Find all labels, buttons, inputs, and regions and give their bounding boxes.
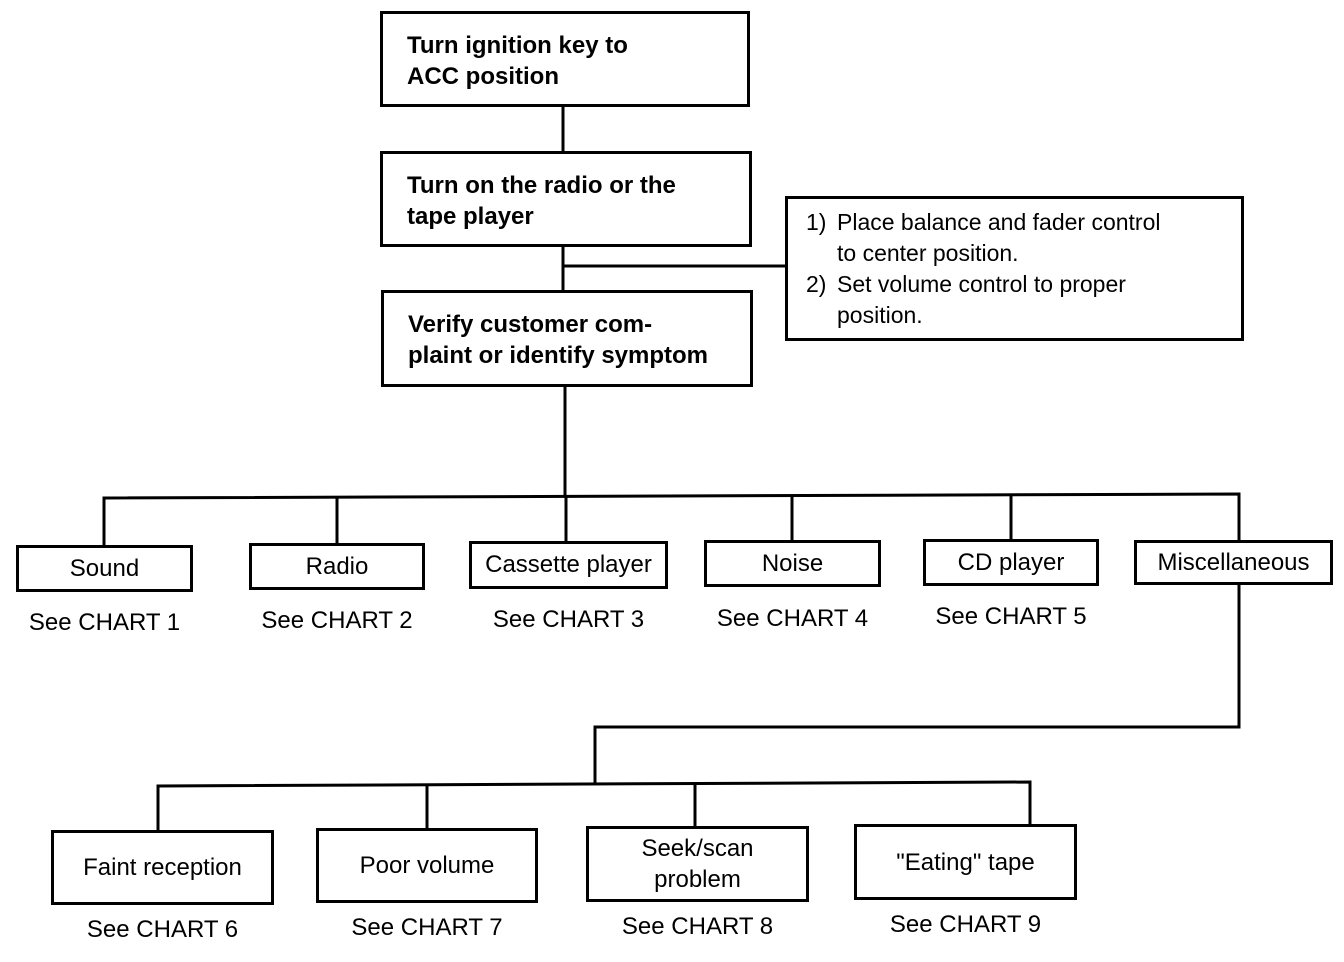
category-bus — [102, 492, 1241, 545]
chart-ref-1: See CHART 1 — [28, 609, 181, 636]
chart-ref-6: See CHART 6 — [86, 916, 239, 943]
setup-note-box: 1) Place balance and fader control to ce… — [785, 196, 1244, 341]
chart-ref-7: See CHART 7 — [351, 914, 503, 941]
step-radio-on-line1: Turn on the radio or the — [407, 172, 676, 199]
misc-faint-reception: Faint reception — [51, 830, 274, 905]
step-ignition-line1: Turn ignition key to — [407, 32, 628, 59]
category-cd-player: CD player — [923, 539, 1099, 586]
chart-ref-4: See CHART 4 — [716, 605, 869, 632]
category-miscellaneous: Miscellaneous — [1134, 540, 1333, 585]
misc-seek-scan-line2: problem — [654, 866, 741, 893]
step-ignition-line2: ACC position — [407, 63, 559, 90]
chart-ref-8: See CHART 8 — [621, 913, 774, 940]
step-radio-on-line2: tape player — [407, 203, 534, 230]
category-cd-player-label: CD player — [957, 548, 1065, 576]
step-ignition-box: Turn ignition key to ACC position — [380, 11, 750, 107]
step-verify-box: Verify customer com- plaint or identify … — [381, 290, 753, 387]
note-item-2-number: 2) — [806, 271, 827, 297]
note-item-2-line1: Set volume control to proper — [837, 271, 1126, 297]
note-item-1: 1) Place balance and fader control to ce… — [806, 207, 1241, 269]
misc-poor-volume-label: Poor volume — [359, 852, 495, 879]
step-verify-line2: plaint or identify symptom — [408, 342, 709, 369]
category-cassette-player: Cassette player — [469, 541, 668, 589]
note-item-1-line1: Place balance and fader control — [837, 209, 1161, 235]
misc-faint-reception-label: Faint reception — [83, 854, 242, 881]
category-noise-label: Noise — [761, 549, 824, 577]
misc-seek-scan: Seek/scan problem — [586, 826, 809, 902]
category-radio-label: Radio — [305, 552, 369, 580]
step-verify-line1: Verify customer com- — [408, 311, 653, 338]
category-noise: Noise — [704, 540, 881, 587]
note-item-1-number: 1) — [806, 209, 827, 235]
note-item-2-line2: position. — [837, 302, 923, 328]
category-cassette-player-label: Cassette player — [485, 551, 652, 578]
step-radio-on-box: Turn on the radio or the tape player — [380, 151, 752, 247]
chart-ref-9: See CHART 9 — [889, 911, 1042, 938]
connector-misc-down — [593, 584, 1241, 784]
misc-bus — [156, 780, 1032, 833]
category-sound-label: Sound — [69, 554, 140, 582]
misc-eating-tape: "Eating" tape — [854, 824, 1077, 900]
note-item-2: 2) Set volume control to proper position… — [806, 269, 1241, 331]
misc-poor-volume: Poor volume — [316, 828, 538, 903]
misc-eating-tape-label: "Eating" tape — [896, 848, 1035, 876]
category-sound: Sound — [16, 545, 193, 592]
chart-ref-3: See CHART 3 — [492, 606, 645, 633]
chart-ref-2: See CHART 2 — [261, 607, 413, 634]
misc-seek-scan-line1: Seek/scan — [641, 835, 754, 862]
category-miscellaneous-label: Miscellaneous — [1157, 548, 1310, 576]
category-radio: Radio — [249, 543, 425, 590]
note-item-1-line2: to center position. — [837, 240, 1019, 266]
chart-ref-5: See CHART 5 — [935, 603, 1087, 630]
